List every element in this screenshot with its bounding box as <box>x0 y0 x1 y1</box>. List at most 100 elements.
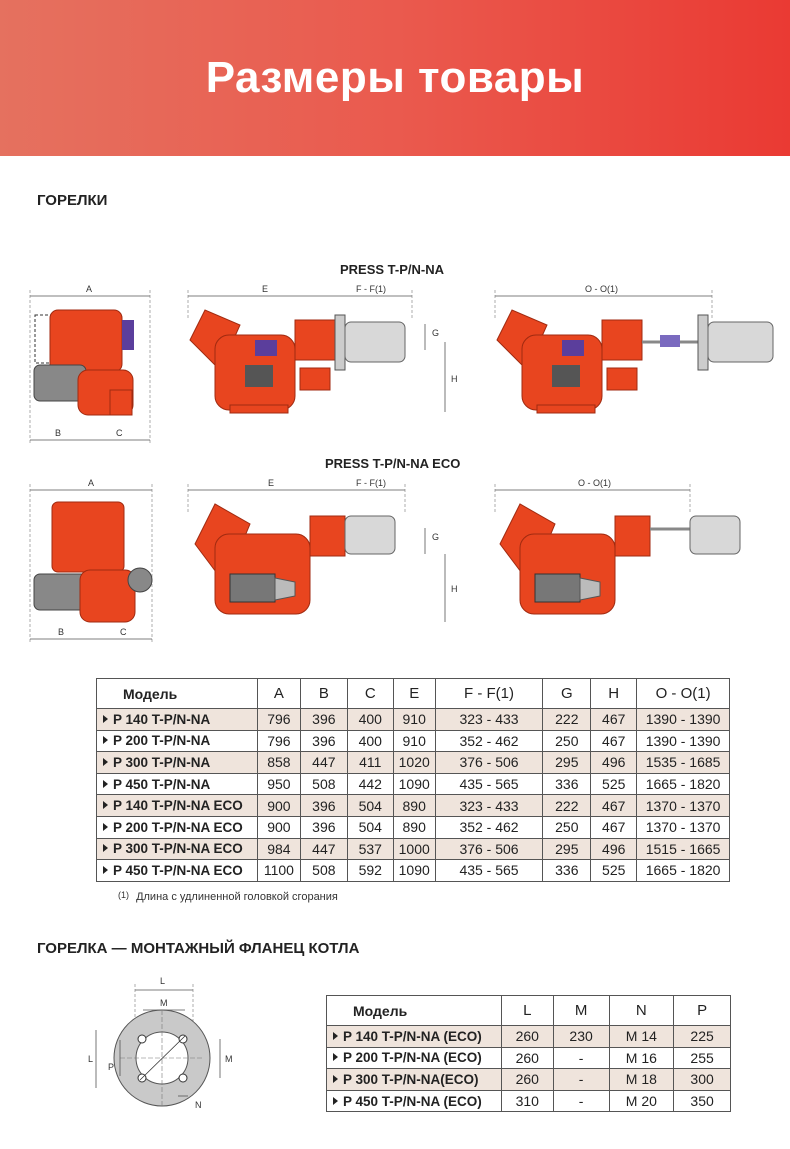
table-cell: 222 <box>542 794 592 817</box>
model-name: P 450 T-P/N-NA (ECO) <box>343 1093 482 1109</box>
section-title-flange: ГОРЕЛКА — МОНТАЖНЫЙ ФЛАНЕЦ КОТЛА <box>37 940 360 957</box>
table-cell: 352 - 462 <box>434 815 544 839</box>
dim-label-l: L <box>160 976 165 986</box>
table-cell: 1090 <box>392 859 436 882</box>
model-name: P 300 T-P/N-NA <box>113 754 211 770</box>
model-name: P 140 T-P/N-NA ECO <box>113 798 243 814</box>
dim-label-ff: F - F(1) <box>356 284 386 294</box>
table-cell: 260 <box>500 1025 554 1048</box>
table-cell: 592 <box>346 859 394 882</box>
model-name: P 300 T-P/N-NA ECO <box>113 841 243 857</box>
flange-table-header-row: Модель L M N P <box>326 995 731 1026</box>
flange-diagram: L M L P M N <box>88 976 233 1110</box>
col-header-oo: O - O(1) <box>636 678 730 709</box>
table-cell: 508 <box>299 859 348 882</box>
page-title: Размеры товары <box>205 53 585 102</box>
dim-label-oo: O - O(1) <box>585 284 618 294</box>
table-cell: 900 <box>256 794 301 817</box>
burner-front-view-extended: O - O(1) <box>494 284 774 414</box>
triangle-bullet-icon <box>333 1031 338 1040</box>
table-cell: 260 <box>500 1068 554 1091</box>
dim-label-b-eco: B <box>58 627 64 637</box>
dim-label-m: M <box>160 998 168 1008</box>
table-cell: 858 <box>256 751 301 774</box>
dim-label-b: B <box>55 428 61 438</box>
model-cell: P 450 T-P/N-NA (ECO) <box>326 1089 502 1113</box>
table-cell: 230 <box>552 1025 610 1048</box>
table-cell: 400 <box>346 729 394 753</box>
burner-front-view: E F - F(1) G H <box>187 284 458 414</box>
model-name: P 200 T-P/N-NA <box>113 733 211 749</box>
table-cell: 400 <box>346 708 394 731</box>
table-cell: M 16 <box>608 1046 675 1070</box>
table-cell: - <box>552 1068 610 1091</box>
model-cell: P 200 T-P/N-NA <box>96 729 258 753</box>
burner-eco-front-view-extended: O - O(1) <box>494 478 741 615</box>
table-cell: - <box>552 1089 610 1113</box>
triangle-bullet-icon <box>103 801 108 810</box>
table-cell: 525 <box>590 859 638 882</box>
table-cell: 496 <box>590 837 638 861</box>
model-cell: P 300 T-P/N-NA <box>96 751 258 774</box>
table-cell: 467 <box>590 708 638 731</box>
table-cell: 900 <box>256 815 301 839</box>
model-cell: P 140 T-P/N-NA <box>96 708 258 731</box>
footnote: (1) Длина с удлиненной головкой сгорания <box>118 890 338 903</box>
table-cell: 396 <box>299 815 348 839</box>
model-name: P 140 T-P/N-NA <box>113 711 211 727</box>
footnote-text: Длина с удлиненной головкой сгорания <box>136 891 338 903</box>
dim-label-l-vertical: L <box>88 1054 93 1064</box>
table-cell: 984 <box>256 837 301 861</box>
dim-label-g: G <box>432 328 439 338</box>
footnote-mark: (1) <box>118 890 129 900</box>
table-cell: 310 <box>500 1089 554 1113</box>
header-banner: Размеры товары <box>0 0 790 156</box>
model-cell: P 450 T-P/N-NA <box>96 772 258 796</box>
diagram-title-press-eco: PRESS T-P/N-NA ECO <box>325 456 461 471</box>
dim-label-ff-eco: F - F(1) <box>356 478 386 488</box>
table-cell: 796 <box>256 708 301 731</box>
model-name: P 200 T-P/N-NA ECO <box>113 819 243 835</box>
flange-col-header-model: Модель <box>326 995 502 1026</box>
dim-label-e-eco: E <box>268 478 274 488</box>
table-cell: 796 <box>256 729 301 753</box>
col-header-a: A <box>256 678 301 709</box>
dim-label-n: N <box>195 1100 202 1110</box>
triangle-bullet-icon <box>103 757 108 766</box>
table-cell: 1000 <box>392 837 436 861</box>
table-cell: 396 <box>299 729 348 753</box>
model-cell: P 200 T-P/N-NA (ECO) <box>326 1046 502 1070</box>
table-cell: 376 - 506 <box>434 751 544 774</box>
table-cell: 1390 - 1390 <box>636 708 730 731</box>
table-cell: 1370 - 1370 <box>636 794 730 817</box>
table-cell: M 18 <box>608 1068 675 1091</box>
dim-label-c: C <box>116 428 123 438</box>
table-cell: 496 <box>590 751 638 774</box>
model-name: P 200 T-P/N-NA (ECO) <box>343 1050 482 1066</box>
table-cell: 467 <box>590 794 638 817</box>
section-title-burners: ГОРЕЛКИ <box>37 192 108 209</box>
table-cell: 1665 - 1820 <box>636 859 730 882</box>
col-header-c: C <box>346 678 394 709</box>
model-cell: P 140 T-P/N-NA (ECO) <box>326 1025 502 1048</box>
triangle-bullet-icon <box>103 865 108 874</box>
table-cell: 222 <box>542 708 592 731</box>
model-cell: P 140 T-P/N-NA ECO <box>96 794 258 817</box>
diagram-title-press: PRESS T-P/N-NA <box>340 262 445 277</box>
model-name: P 300 T-P/N-NA(ECO) <box>343 1071 479 1087</box>
dim-label-c-eco: C <box>120 627 127 637</box>
flange-col-header-n: N <box>608 995 675 1026</box>
table-cell: 508 <box>299 772 348 796</box>
table-cell: 1370 - 1370 <box>636 815 730 839</box>
table-cell: 890 <box>392 794 436 817</box>
table-cell: 910 <box>392 729 436 753</box>
table-cell: 1515 - 1665 <box>636 837 730 861</box>
table-cell: 435 - 565 <box>434 772 544 796</box>
